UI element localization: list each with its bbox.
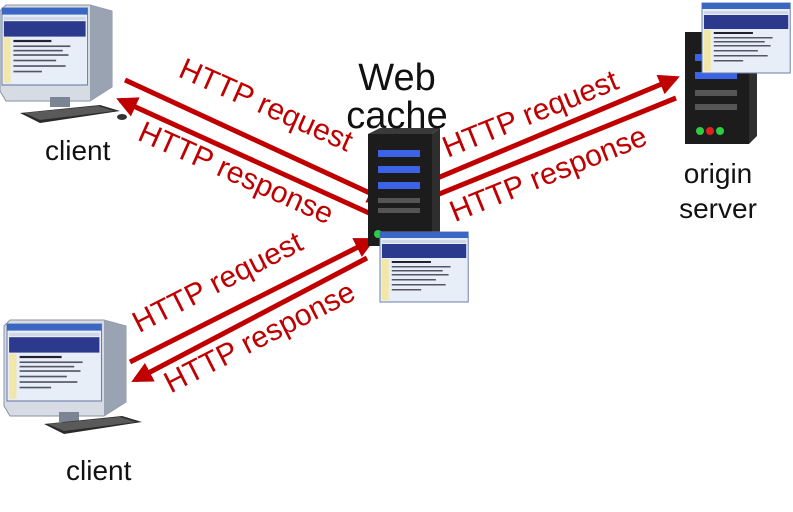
origin-label-line2: server <box>679 193 757 224</box>
client-top-computer <box>0 4 127 123</box>
cache-server <box>368 128 469 303</box>
arrow-response-cache-to-client-top <box>116 97 382 221</box>
cache-label-line2: cache <box>346 95 447 137</box>
client-top-label: client <box>45 135 111 166</box>
client-bottom-label: client <box>66 455 132 486</box>
origin-label-line1: origin <box>684 158 752 189</box>
arrow-response-cache-to-client-bottom <box>131 255 369 383</box>
arrow-request-client-top-to-cache <box>123 77 389 203</box>
cache-label-line1: Web <box>358 57 435 99</box>
arrow-request-client-bottom-to-cache <box>128 237 376 365</box>
origin-server <box>685 2 791 144</box>
client-bottom-computer <box>3 319 142 434</box>
